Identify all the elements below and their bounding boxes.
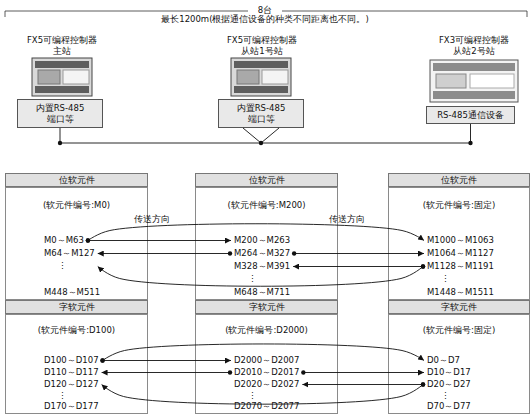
device-range: D70～D77 [427, 401, 471, 412]
device-range: M1448～M1511 [427, 287, 494, 298]
plc-panel [38, 70, 60, 84]
port-box: 内置RS-485 端口等 [17, 99, 103, 128]
device-range: M648～M711 [234, 287, 290, 298]
direction-label: 传送方向 [197, 214, 497, 225]
box-text: 位软元件 [441, 175, 477, 186]
junction-dot [259, 141, 263, 145]
plc-body [430, 60, 518, 102]
device-range: ⋮ [441, 390, 450, 400]
terminal-strip [234, 61, 288, 68]
plc-panel [262, 70, 288, 84]
header-box: 字软元件 [5, 300, 148, 314]
port-box: RS-485通信设备 [426, 106, 515, 124]
plc-fx5-slave1 [231, 58, 291, 96]
header-box: 位软元件 [388, 173, 530, 187]
header-box: 位软元件 [195, 173, 338, 187]
plc-label: 从站2号站 [324, 46, 531, 57]
device-table: (软元件编号:M200) M200～M263M264～M327M328～M391⋮… [195, 187, 338, 300]
box-text: 内置RS-485 端口等 [233, 103, 289, 125]
device-number: (软元件编号:固定) [389, 325, 529, 336]
plc-body [32, 58, 92, 96]
box-text: 内置RS-485 端口等 [32, 103, 88, 125]
device-range: D2000～D2007 [234, 355, 299, 366]
device-number: (软元件编号:固定) [389, 200, 529, 211]
device-range: ⋮ [248, 390, 257, 400]
device-range: D20～D27 [427, 379, 471, 390]
device-table: (软元件编号:D2000) D2000～D2007D2010～D2017D2020… [195, 314, 338, 414]
device-range: M1000～M1063 [427, 235, 494, 246]
terminal-strip [433, 63, 515, 71]
device-range: ⋮ [248, 273, 257, 283]
device-table: (软元件编号:固定) M1000～M1063M1064～M1127M1128～M1… [388, 187, 530, 300]
terminal-strip [35, 86, 89, 93]
device-range: D2020～D2027 [234, 379, 299, 390]
plc-panel [237, 70, 259, 84]
device-number: (软元件编号:M200) [196, 200, 337, 211]
header-box: 位软元件 [5, 173, 148, 187]
device-range: D170～D177 [44, 401, 99, 412]
box-text: 字软元件 [441, 302, 477, 313]
direction-label: 传送方向 [2, 214, 302, 225]
device-number: (软元件编号:D2000) [196, 325, 337, 336]
device-range: D2010～D2017 [234, 367, 299, 378]
device-range: D0～D7 [427, 355, 460, 366]
device-range: M0～M63 [44, 235, 84, 246]
terminal-strip [35, 61, 89, 68]
device-number: (软元件编号:D100) [6, 325, 147, 336]
box-text: 字软元件 [249, 302, 285, 313]
plc-label: FX5可编程控制器 [0, 35, 212, 46]
plc-label: FX3可编程控制器 [324, 35, 531, 46]
plc-panel [436, 74, 466, 88]
header-box: 字软元件 [195, 300, 338, 314]
device-range: ⋮ [441, 273, 450, 283]
port-box: 内置RS-485 端口等 [218, 99, 304, 128]
junction-dot [468, 141, 472, 145]
header-box: 字软元件 [388, 300, 530, 314]
rs485-bus [60, 128, 261, 143]
device-range: D10～D17 [427, 367, 471, 378]
junction-dot [58, 141, 62, 145]
device-range: M1128～M1191 [427, 261, 494, 272]
device-range: D110～D117 [44, 367, 99, 378]
plc-panel [63, 70, 89, 84]
device-range: M64～M127 [44, 248, 95, 259]
box-text: RS-485通信设备 [437, 110, 504, 121]
plc-label: 从站1号站 [112, 46, 412, 57]
plc-fx5-master [32, 58, 92, 96]
plc-label: FX5可编程控制器 [112, 35, 412, 46]
box-text: 位软元件 [59, 175, 95, 186]
device-table: (软元件编号:M0) M0～M63M64～M127⋮ M448～M511 [5, 187, 148, 300]
plc-fx3-slave2 [430, 60, 518, 102]
box-text: 位软元件 [249, 175, 285, 186]
device-range: D100～D107 [44, 355, 99, 366]
device-table: (软元件编号:D100) D100～D107D110～D117D120～D127⋮… [5, 314, 148, 414]
plc-label: 主站 [0, 46, 212, 57]
box-text: 字软元件 [59, 302, 95, 313]
plc-panel [470, 74, 514, 88]
device-range: D2070～D2077 [234, 401, 299, 412]
device-range: M328～M391 [234, 261, 290, 272]
device-range: ⋮ [58, 260, 67, 270]
device-range: M448～M511 [44, 287, 100, 298]
device-range: D120～D127 [44, 379, 99, 390]
device-range: M264～M327 [234, 248, 290, 259]
device-number: (软元件编号:M0) [6, 200, 147, 211]
device-range: M1064～M1127 [427, 248, 494, 259]
network-note: 最长1200m(根据通信设备的种类不同距离也不同。) [115, 14, 415, 25]
terminal-strip [234, 86, 288, 93]
device-table: (软元件编号:固定) D0～D7D10～D17D20～D27⋮D70～D77 [388, 314, 530, 414]
device-range: ⋮ [58, 390, 67, 400]
terminal-strip [433, 91, 515, 99]
device-range: M200～M263 [234, 235, 290, 246]
plc-body [231, 58, 291, 96]
